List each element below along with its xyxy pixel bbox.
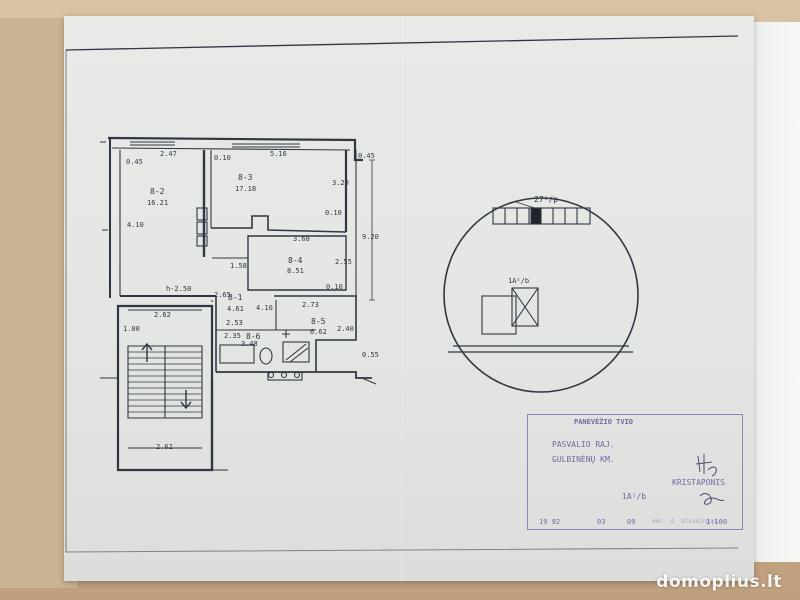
stamp-village: GULBINĖNŲ KM. (552, 455, 615, 464)
dimension-label: 3.68 (293, 235, 310, 243)
stamp-scale: 1:100 (706, 518, 728, 526)
handwritten-signature (695, 454, 725, 505)
dimension-label: h-2.50 (166, 285, 192, 293)
site-watermark: domoplius.lt (656, 572, 782, 592)
stamp-year: 19 92 (539, 518, 561, 526)
dimension-label: 2.40 (337, 325, 354, 333)
room-code: 8-1 (228, 293, 243, 302)
dimension-label: 9.20 (362, 233, 379, 241)
dimension-label: 1.00 (123, 325, 140, 333)
dimension-label: 4.10 (127, 221, 144, 229)
dimension-label: 2.35 (224, 332, 241, 340)
dimension-label: 4.10 (256, 304, 273, 312)
dimension-label: 0.10 (326, 283, 343, 291)
room-area: 6.62 (310, 328, 327, 336)
room-area: 17.18 (235, 185, 257, 193)
stamp-district: PASVALIO RAJ. (552, 440, 615, 449)
plot-label: 1A¹/b (508, 277, 530, 285)
room-code: 8-3 (238, 173, 253, 182)
stamp-header: PANEVĖŽIO TVIO (574, 418, 634, 426)
stamp-code: 1A¹/b (622, 492, 647, 501)
dimension-label: 0.55 (362, 351, 379, 359)
room-area: 3.48 (241, 340, 258, 348)
dimension-label: 0.10 (325, 209, 342, 217)
room-code: 8-6 (246, 332, 261, 341)
dimension-label: 2.62 (156, 443, 173, 451)
dimension-label: 2.47 (160, 150, 177, 158)
paper-fold (400, 16, 402, 581)
room-code: 8-4 (288, 256, 303, 265)
dimension-label: 2.65 (214, 291, 231, 299)
dimension-label: 5.16 (270, 150, 287, 158)
dimension-label: 2.73 (302, 301, 319, 309)
stamp-day: 09 (627, 518, 636, 526)
room-code: 8-5 (311, 317, 326, 326)
room-area: 16.21 (147, 199, 169, 207)
dimension-label: 0.45 (126, 158, 143, 166)
room-code: 8-2 (150, 187, 165, 196)
floor-plan-sheet (64, 16, 754, 581)
dimension-label: 3.20 (332, 179, 349, 187)
building-label: 27¹/p (534, 195, 559, 204)
stamp-month: 03 (597, 518, 606, 526)
dimension-label: 2.53 (226, 319, 243, 327)
room-area: 8.51 (287, 267, 304, 275)
stamp-name: KRISTAPONIS (672, 478, 725, 487)
stamp-faint-text: mėn. d. Atsakingas (652, 518, 718, 525)
dimension-label: 1.58 (230, 262, 247, 270)
room-area: 4.61 (227, 305, 244, 313)
dimension-label: 0.10 (214, 154, 231, 162)
registry-stamp (527, 414, 743, 530)
dimension-label: 0.45 (358, 152, 375, 160)
dimension-label: 2.62 (154, 311, 171, 319)
dimension-label: 2.55 (335, 258, 352, 266)
